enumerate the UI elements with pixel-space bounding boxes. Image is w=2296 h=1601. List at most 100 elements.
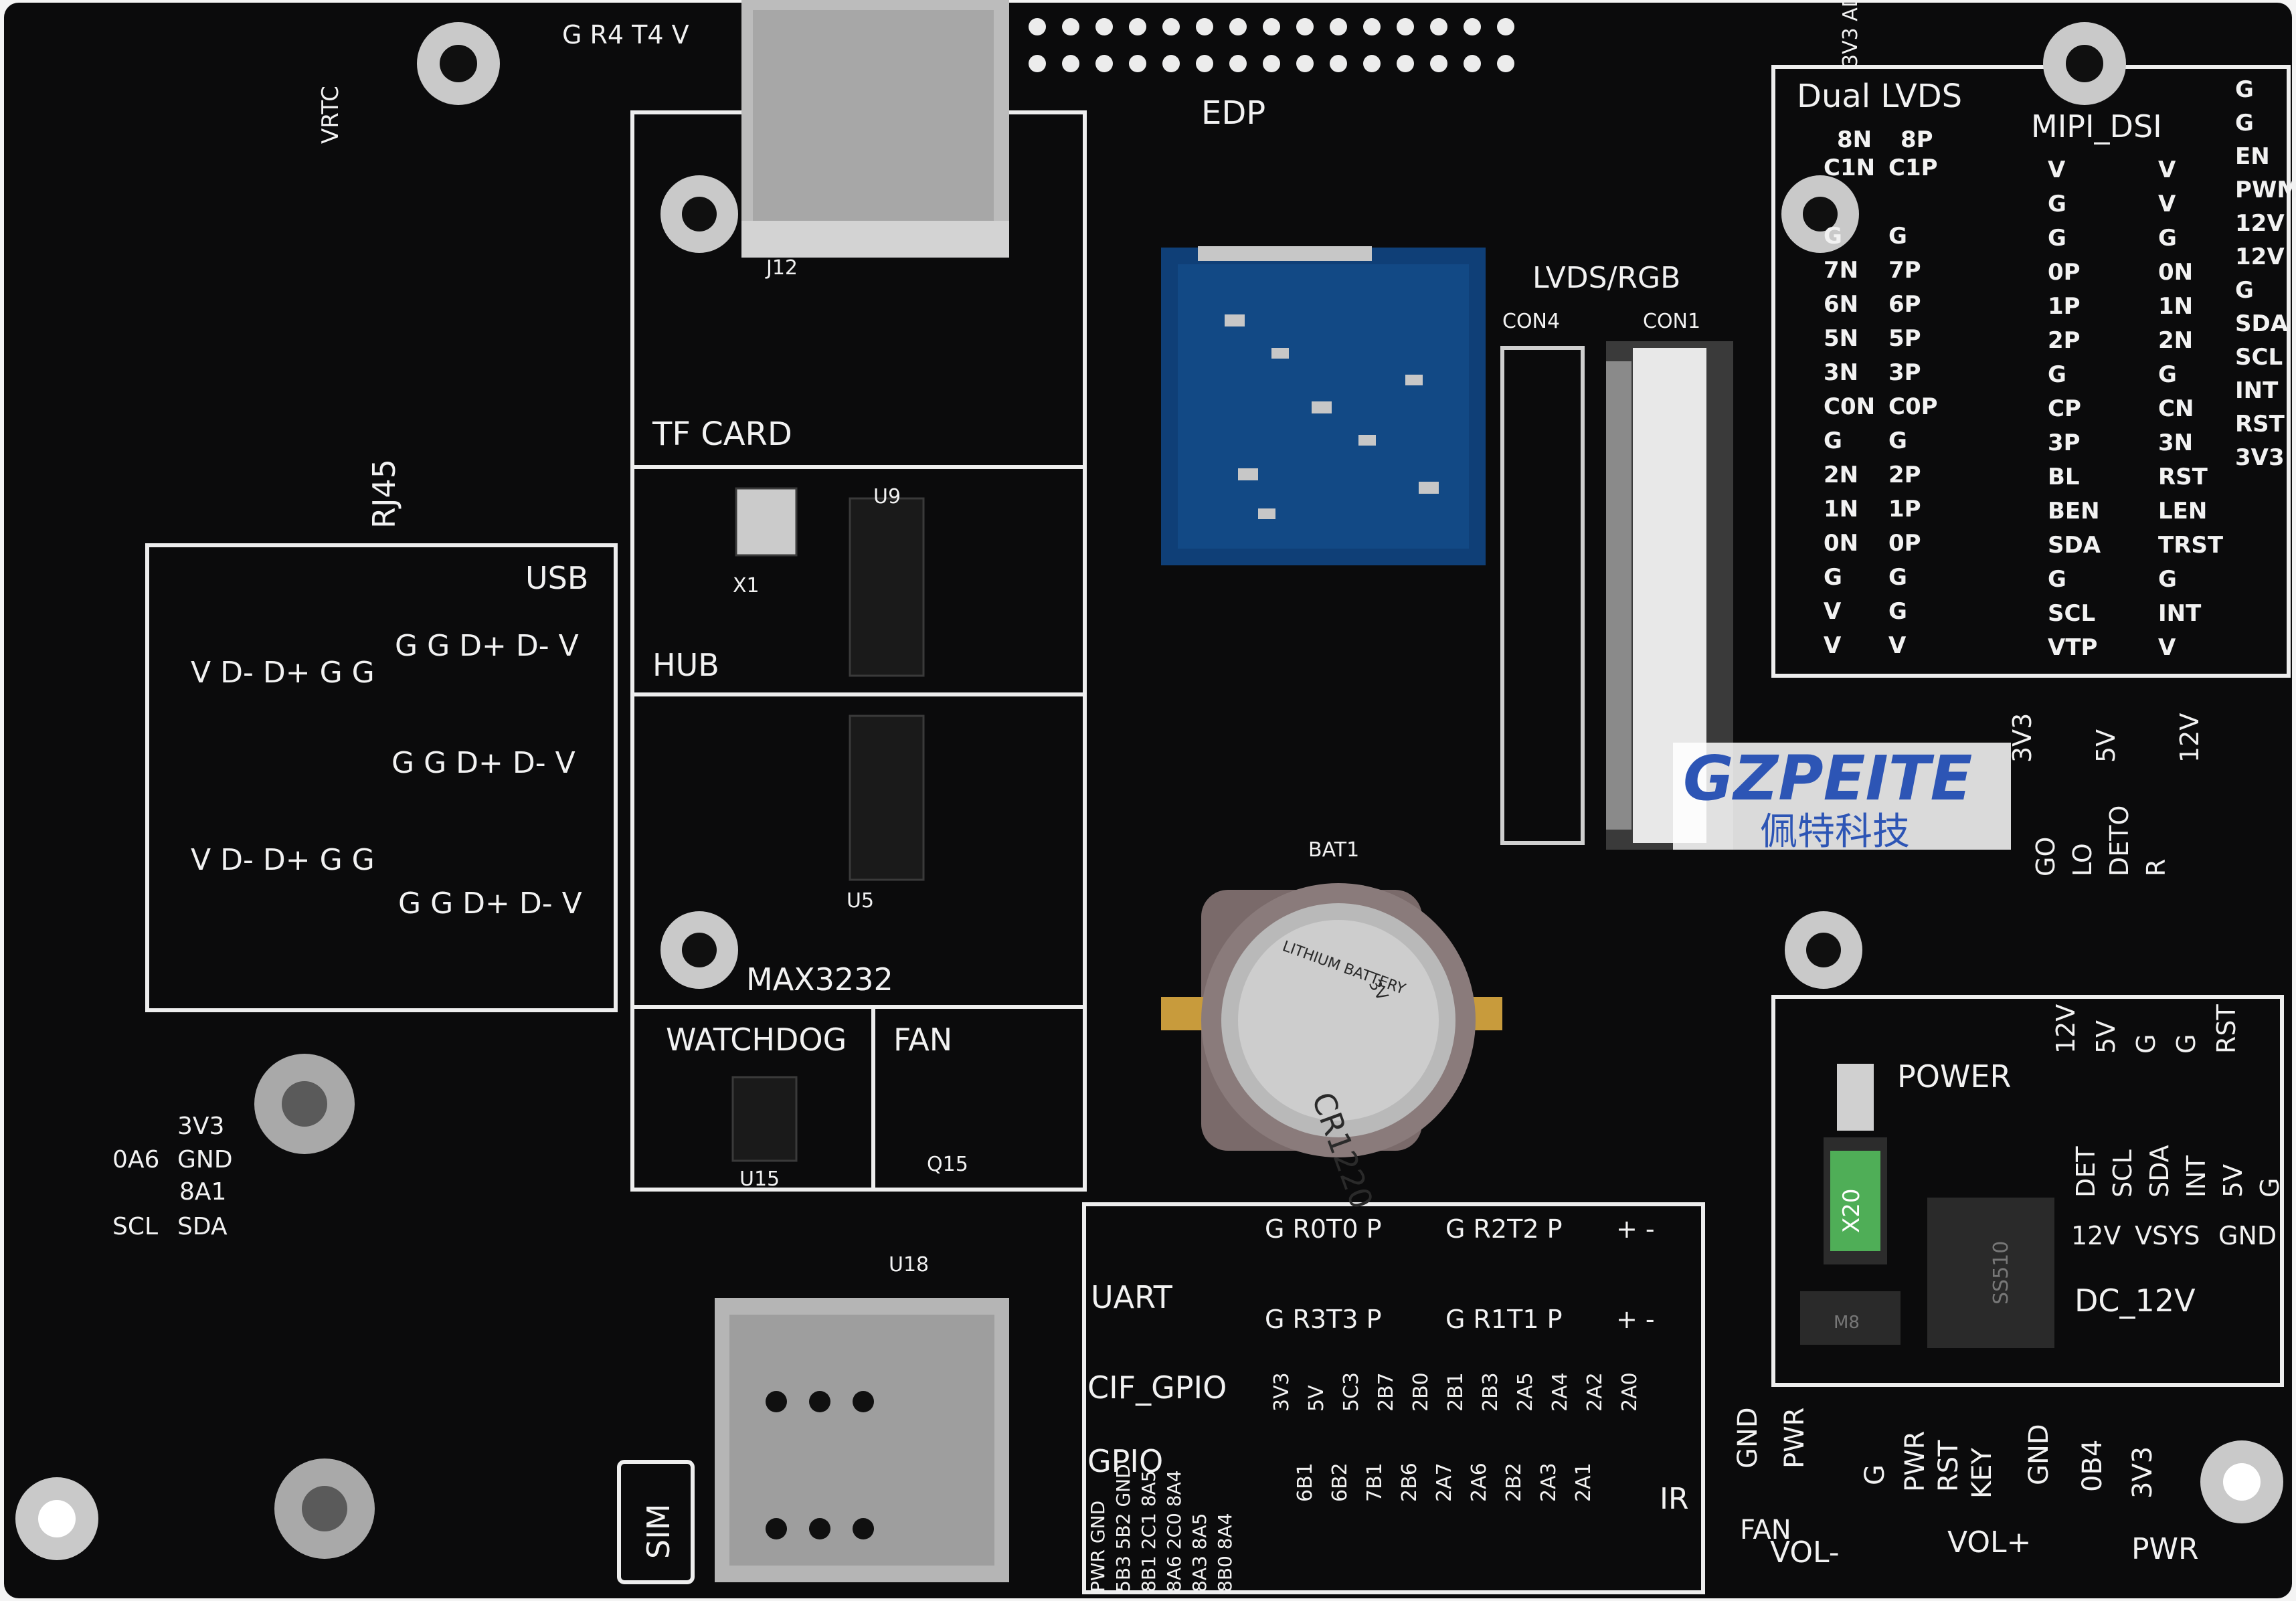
label-dc-12v: DC_12V [2074, 1283, 2196, 1319]
dual-lvds-header-8n: 8N [1837, 126, 1872, 153]
label-dual-lvds: Dual LVDS [1797, 78, 1962, 115]
edge-right-pin-label: 3V3 [2235, 444, 2285, 471]
left-header-gnd: GND [177, 1146, 233, 1173]
gpio-bottom-label: 8A3 8A5 [1188, 1513, 1211, 1592]
gpio-col-label: 6B2 [1328, 1463, 1352, 1502]
power-mid-pin-label: 5V [2218, 1164, 2248, 1198]
cif-gpio-col-label: 2B3 [1479, 1372, 1502, 1412]
edge-right-pin-label: 12V [2235, 210, 2285, 237]
power-mid-pin-label: SDA [2145, 1145, 2174, 1198]
label-hub: HUB [652, 647, 719, 683]
mipi-dsi-pin-label: G [2158, 361, 2177, 388]
label-vol-plus: VOL+ [1947, 1525, 2031, 1560]
cif-gpio-col-label: 5V [1305, 1385, 1328, 1412]
bottom-right-pin-label: KEY [1967, 1447, 1998, 1499]
dual-lvds-pin-label: C0N [1824, 393, 1875, 420]
mipi-dsi-pin-label: CP [2048, 395, 2081, 422]
dual-lvds-pin-label: 1N [1824, 496, 1858, 523]
label-vrtc: VRTC [317, 86, 344, 144]
mounting-holes [15, 22, 2283, 1560]
mipi-dsi-pin-label: BL [2048, 464, 2080, 490]
power-bottom-pin-label: VSYS [2135, 1221, 2200, 1250]
uart-header-label: G R2T2 P [1445, 1214, 1563, 1244]
mipi-dsi-pin-label: 0N [2158, 259, 2193, 286]
left-header-3v3: 3V3 [177, 1113, 224, 1140]
label-ir: IR [1660, 1482, 1689, 1516]
edge-right-pin-label: RST [2235, 411, 2285, 438]
label-usb: USB [525, 560, 588, 596]
cif-gpio-col-label: 2B1 [1444, 1372, 1468, 1412]
edge-right-pin-label: EN [2235, 143, 2270, 170]
uart-header-label: G R3T3 P [1265, 1305, 1382, 1334]
fuse-text: X20 [1838, 1188, 1865, 1233]
label-lvds-rgb: LVDS/RGB [1532, 261, 1680, 295]
logo-brand-text: GZPEITE [1683, 743, 1972, 814]
sim-label-outline [617, 1460, 695, 1584]
side-pin-label: GO [2031, 837, 2060, 876]
gpio-bottom-label: 8B1 2C1 8A5 [1138, 1470, 1160, 1592]
mipi-dsi-pin-label: 2N [2158, 327, 2193, 354]
dual-lvds-pin-label: G [1888, 223, 1907, 250]
label-u5: U5 [847, 889, 874, 913]
mipi-dsi-pin-label: G [2048, 225, 2066, 252]
gpio-col-label: 2A1 [1572, 1463, 1595, 1502]
usb-row-4: V D- D+ G G [191, 843, 375, 877]
power-section-outline [1771, 995, 2284, 1387]
dual-lvds-pin-label: 6N [1824, 291, 1858, 318]
max3232-chip [849, 715, 925, 881]
dual-lvds-pin-label: 2P [1888, 462, 1921, 488]
gpio-col-label: 7B1 [1363, 1463, 1387, 1502]
mipi-dsi-pin-label: CN [2158, 395, 2194, 422]
usb-section-outline [145, 543, 618, 1012]
dual-lvds-pin-label: 0P [1888, 530, 1921, 557]
label-j12: J12 [765, 256, 798, 280]
power-mid-pin-label: SCL [2108, 1149, 2137, 1198]
cif-gpio-col-label: 5C3 [1340, 1372, 1363, 1412]
gpio-bottom-label: PWR GND [1087, 1501, 1109, 1592]
coin-cell-battery [1161, 883, 1502, 1157]
mipi-dsi-pin-label: SDA [2048, 532, 2101, 559]
mipi-dsi-pin-label: RST [2158, 464, 2208, 490]
dual-lvds-pin-label: G [1824, 564, 1842, 591]
left-header-0a6: 0A6 [112, 1146, 159, 1173]
crystal-x1 [735, 487, 798, 557]
gpio-col-label: 2B2 [1502, 1463, 1526, 1502]
label-rj45: RJ45 [366, 459, 402, 529]
bottom-right-pin-label: FAN [1740, 1515, 1791, 1545]
label-vol-minus: VOL- [1770, 1535, 1840, 1570]
power-mid-pin-label: G [2255, 1178, 2285, 1198]
label-tf-card: TF CARD [652, 415, 792, 453]
mipi-dsi-pin-label: LEN [2158, 498, 2207, 525]
dual-lvds-pin-label: 5P [1888, 325, 1921, 352]
dual-lvds-pin-label: V [1824, 598, 1842, 625]
label-watchdog: WATCHDOG [666, 1022, 847, 1058]
gpio-col-label: 6B1 [1294, 1463, 1317, 1502]
cif-gpio-col-label: 2A2 [1583, 1372, 1607, 1412]
display-header-outline [1771, 65, 2291, 678]
left-header-8a1: 8A1 [179, 1178, 226, 1206]
edge-right-pin-label: SDA [2235, 310, 2289, 337]
logo-cn-text: 佩特科技 [1760, 810, 1910, 854]
label-con1: CON1 [1643, 310, 1700, 333]
side-pin-label: DETO [2105, 806, 2134, 876]
side-pin-label: LO [2068, 843, 2097, 876]
diode2-text: M8 [1834, 1313, 1860, 1333]
bottom-right-pin-label: PWR [1779, 1408, 1810, 1469]
dual-lvds-pin-label: V [1824, 632, 1842, 659]
edge-right-pin-label: 12V [2235, 244, 2285, 270]
label-pwr: PWR [2131, 1532, 2199, 1566]
mipi-dsi-pin-label: V [2048, 157, 2066, 183]
watchdog-chip [731, 1076, 798, 1162]
left-header-sda: SDA [177, 1213, 228, 1240]
dual-lvds-pin-label: 7N [1824, 257, 1858, 284]
dual-lvds-pin-label: G [1888, 598, 1907, 625]
dual-lvds-pin-label: G [1824, 428, 1842, 454]
dual-lvds-pin-label: 5N [1824, 325, 1858, 352]
dual-lvds-pin-label: 1P [1888, 496, 1921, 523]
mipi-dsi-pin-label: V [2158, 157, 2176, 183]
mipi-dsi-pin-label: BEN [2048, 498, 2100, 525]
